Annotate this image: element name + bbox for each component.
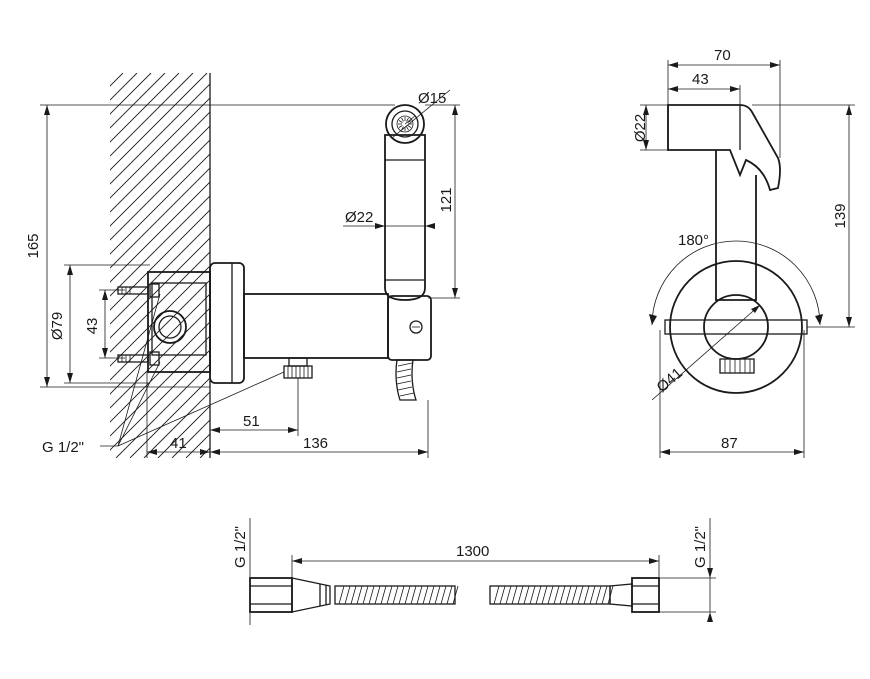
thread-left-label: G 1/2" <box>42 439 84 456</box>
hose-braid-left <box>338 585 459 605</box>
shower-stem <box>715 150 757 301</box>
dim-41-label: 41 <box>170 435 187 452</box>
dim-43-left: 43 <box>84 289 125 359</box>
holder-bar <box>664 319 808 335</box>
hose-section-right <box>489 585 611 605</box>
angle-label: 180° <box>678 232 709 249</box>
dim-22-hose-label: Ø22 <box>345 209 373 226</box>
dim-87-label: 87 <box>721 435 738 452</box>
dim-22-side: Ø22 <box>632 104 668 151</box>
hose-section-left <box>334 585 456 605</box>
hose-left-fitting <box>249 577 293 613</box>
screw-top <box>117 283 160 298</box>
mounting-box-inner <box>151 282 207 356</box>
mounting-box-port <box>153 310 187 344</box>
mounting-box-port-inner <box>158 315 182 339</box>
dim-70-43: 70 43 <box>667 47 781 158</box>
side-outlet-thread <box>719 358 755 374</box>
dim-41-side-label: Ø41 <box>653 365 686 396</box>
shower-nozzles <box>398 117 412 131</box>
shower-head <box>385 104 425 144</box>
dim-51: 51 <box>210 378 299 436</box>
dim-165: 165 <box>25 104 395 388</box>
hose-left-cone <box>291 577 331 613</box>
dim-139: 139 <box>752 104 855 328</box>
thread-hose-left-label: G 1/2" <box>232 526 249 568</box>
outlet-thread <box>283 357 313 379</box>
dim-15-label: Ø15 <box>418 90 446 107</box>
hose-braid-right <box>493 585 614 605</box>
dim-22-hose: Ø22 <box>343 209 435 229</box>
holder-screw <box>409 320 423 334</box>
dim-79-label: Ø79 <box>49 312 66 340</box>
escutcheon-disc <box>669 260 803 394</box>
valve-body <box>243 293 389 359</box>
dim-43-left-label: 43 <box>84 318 101 335</box>
dim-121: 121 <box>425 104 460 299</box>
dim-41-136: 41 136 <box>146 372 429 458</box>
dim-43-top-label: 43 <box>692 71 709 88</box>
thread-hose-right-label: G 1/2" <box>692 526 709 568</box>
dim-22-side-label: Ø22 <box>632 114 649 142</box>
dim-136-label: 136 <box>303 435 328 452</box>
hose-right-fitting <box>631 577 660 613</box>
valve-disc <box>703 294 769 360</box>
mounting-box <box>147 271 211 373</box>
dim-1300-label: 1300 <box>456 543 489 560</box>
dim-139-label: 139 <box>832 203 849 228</box>
dim-165-label: 165 <box>25 233 42 258</box>
dim-15: Ø15 <box>391 89 451 139</box>
side-view: 180° Ø41 <box>632 47 855 458</box>
hose-view: 1300 G 1/2" G 1/2" <box>232 518 716 625</box>
hose-outlet <box>395 359 417 401</box>
dim-70-label: 70 <box>714 47 731 64</box>
dim-87: 87 <box>659 330 805 458</box>
dim-51-label: 51 <box>243 413 260 430</box>
wall-hatch <box>110 73 210 458</box>
hose-right-collar <box>609 583 633 607</box>
dim-121-label: 121 <box>438 187 455 212</box>
front-view: 165 Ø79 43 Ø15 <box>25 73 460 458</box>
escutcheon-plate <box>209 262 245 384</box>
thread-leader-left: G 1/2" <box>42 293 285 456</box>
hand-shower <box>384 134 426 301</box>
shower-handle <box>667 104 781 192</box>
screw-bottom <box>117 351 160 366</box>
rotation-arc <box>651 240 821 326</box>
